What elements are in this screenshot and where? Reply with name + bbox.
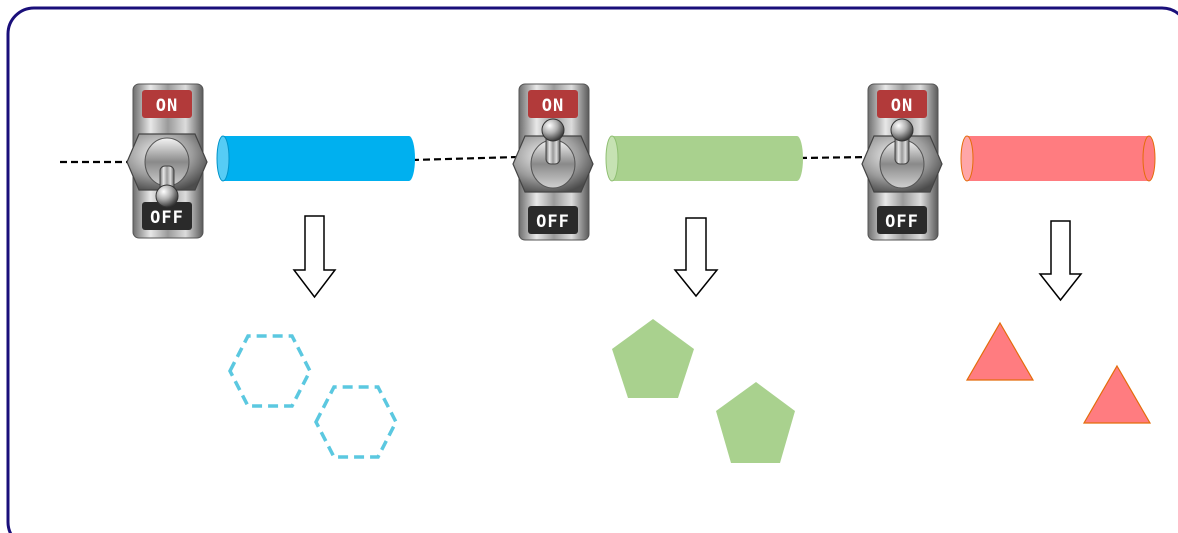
toggle-switch-2[interactable]: ON OFF — [512, 83, 594, 241]
switch-on-label: ON — [891, 96, 913, 116]
switch-off-label: OFF — [885, 212, 919, 232]
hexagon-shape — [228, 334, 312, 408]
tube-red — [960, 135, 1156, 182]
switch-off-label: OFF — [536, 212, 570, 232]
down-arrow-icon — [1038, 220, 1083, 302]
pentagon-shape — [612, 319, 694, 398]
switch-on-label: ON — [542, 96, 564, 116]
toggle-switch-3[interactable]: ON OFF — [861, 83, 943, 241]
switch-off-label: OFF — [150, 208, 184, 228]
toggle-switch-1[interactable]: ON OFF — [126, 83, 208, 239]
tube-blue — [216, 135, 415, 182]
pentagon-shape — [716, 382, 795, 463]
hexagon-shape — [314, 385, 398, 459]
down-arrow-icon — [292, 215, 337, 299]
diagram-frame — [6, 6, 1178, 533]
tube-green — [605, 135, 803, 182]
switch-on-label: ON — [156, 96, 178, 116]
triangle-shape — [965, 321, 1035, 381]
down-arrow-icon — [673, 217, 719, 298]
triangle-shape — [1082, 364, 1152, 424]
wire — [60, 155, 871, 164]
